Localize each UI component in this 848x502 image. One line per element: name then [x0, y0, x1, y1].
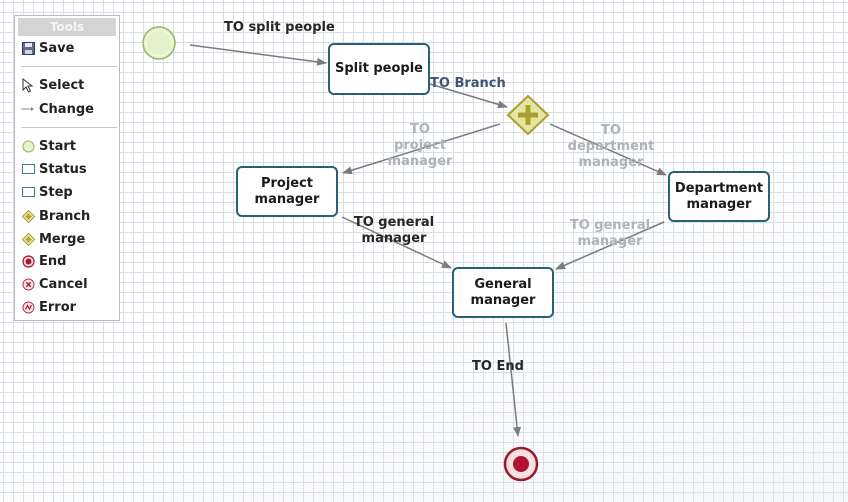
- end-event-icon[interactable]: [502, 445, 540, 483]
- edge-branch-to-department[interactable]: [549, 123, 667, 176]
- edge-project-to-general[interactable]: [341, 216, 452, 269]
- tool-select[interactable]: Select: [21, 76, 84, 94]
- merge-diamond-icon: [21, 232, 35, 246]
- tool-end[interactable]: End: [21, 252, 66, 270]
- start-event-icon[interactable]: [140, 24, 178, 62]
- tool-step[interactable]: Step: [21, 183, 73, 201]
- tool-status[interactable]: Status: [21, 160, 87, 178]
- tool-change[interactable]: Change: [21, 100, 94, 118]
- edge-split-to-branch[interactable]: [429, 83, 508, 109]
- tools-palette: Tools Save Select Change Start Status: [14, 15, 120, 321]
- edge-general-to-end[interactable]: [505, 322, 522, 437]
- tool-branch[interactable]: Branch: [21, 207, 90, 225]
- tool-branch-label: Branch: [39, 208, 91, 224]
- edge-label-to-branch: TO Branch: [430, 76, 506, 91]
- tool-select-label: Select: [39, 77, 85, 93]
- tool-cancel-label: Cancel: [39, 276, 88, 292]
- tool-error[interactable]: Error: [21, 298, 76, 316]
- step-rect-icon: [21, 185, 35, 199]
- tool-start-label: Start: [39, 138, 76, 154]
- tool-change-label: Change: [39, 101, 94, 117]
- toolbox-divider: [21, 66, 117, 67]
- error-circle-icon: [21, 300, 35, 314]
- toolbox-divider: [21, 127, 117, 128]
- node-department-manager[interactable]: Department manager: [668, 171, 770, 222]
- cancel-circle-icon: [21, 277, 35, 291]
- pointer-arrow-icon: [21, 77, 35, 93]
- edge-start-to-split[interactable]: [189, 44, 327, 66]
- node-label: Department manager: [674, 180, 764, 212]
- start-circle-icon: [21, 139, 35, 153]
- tool-end-label: End: [39, 253, 67, 269]
- end-circle-icon: [21, 254, 35, 268]
- edge-label-to-project-manager: TO project manager: [387, 122, 453, 169]
- node-split-people[interactable]: Split people: [328, 43, 430, 95]
- node-general-manager[interactable]: General manager: [452, 267, 554, 318]
- tool-save-label: Save: [39, 40, 75, 56]
- tool-error-label: Error: [39, 299, 77, 315]
- node-project-manager[interactable]: Project manager: [236, 166, 338, 217]
- edge-department-to-general[interactable]: [555, 221, 665, 270]
- branch-gateway-icon[interactable]: [504, 92, 552, 138]
- tool-start[interactable]: Start: [21, 137, 76, 155]
- tool-step-label: Step: [39, 184, 73, 200]
- status-rect-icon: [21, 162, 35, 176]
- tools-title: Tools: [18, 18, 116, 36]
- connector-arrow-icon: [21, 102, 35, 116]
- edge-label-to-split-people: TO split people: [224, 20, 335, 35]
- edge-label-to-general-manager-right: TO general manager: [569, 218, 651, 249]
- tool-status-label: Status: [39, 161, 87, 177]
- tool-save[interactable]: Save: [21, 39, 74, 57]
- edge-label-to-general-manager-left: TO general manager: [353, 215, 435, 246]
- branch-diamond-icon: [21, 209, 35, 223]
- node-label: Split people: [335, 61, 423, 76]
- tool-merge-label: Merge: [39, 231, 86, 247]
- tool-merge[interactable]: Merge: [21, 230, 85, 248]
- floppy-disk-icon: [21, 41, 35, 55]
- node-label: General manager: [470, 276, 536, 308]
- edge-branch-to-project[interactable]: [342, 123, 501, 175]
- node-label: Project manager: [254, 175, 320, 207]
- edge-label-to-department-manager: TO department manager: [567, 123, 655, 170]
- tool-cancel[interactable]: Cancel: [21, 275, 88, 293]
- edge-label-to-end: TO End: [472, 359, 524, 374]
